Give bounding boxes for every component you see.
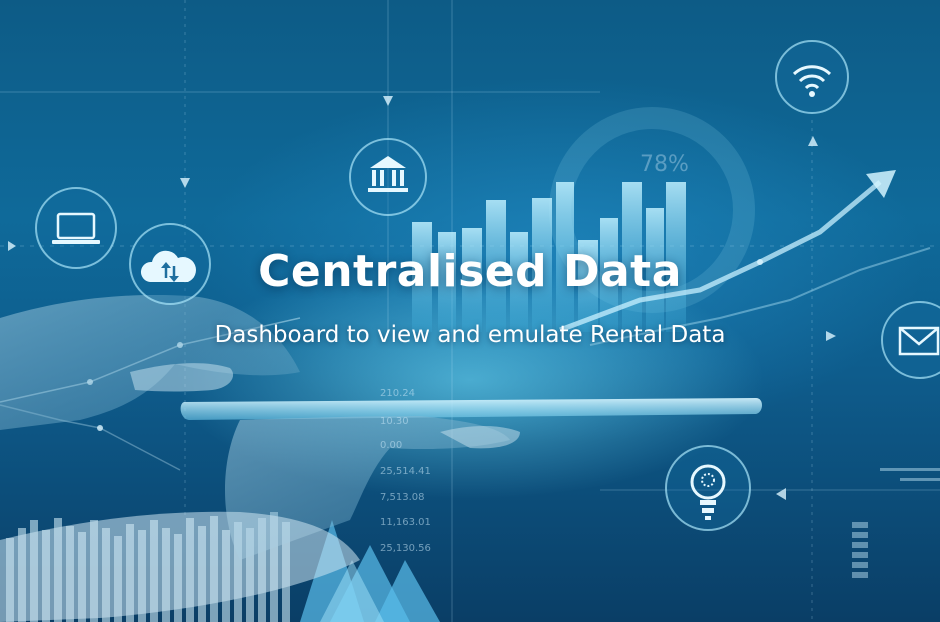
readout: 11,163.01 — [380, 517, 431, 528]
laptop-icon — [35, 187, 117, 269]
readout: 210.24 — [380, 388, 415, 399]
readout: 25,514.41 — [380, 466, 431, 477]
wifi-icon — [775, 40, 849, 114]
percent-readout: 78% — [640, 152, 689, 177]
bar-chart-decor — [412, 182, 686, 332]
banner-title: Centralised Data — [258, 246, 682, 297]
readout: 7,513.08 — [380, 492, 425, 503]
mail-icon — [881, 301, 940, 379]
banner-subtitle: Dashboard to view and emulate Rental Dat… — [214, 322, 726, 348]
lightbulb-icon — [665, 445, 751, 531]
readout: 0.00 — [380, 440, 403, 451]
cloud-sync-icon — [129, 223, 211, 305]
readout: 25,130.56 — [380, 543, 431, 554]
bank-icon — [349, 138, 427, 216]
readout: 10.30 — [380, 416, 409, 427]
